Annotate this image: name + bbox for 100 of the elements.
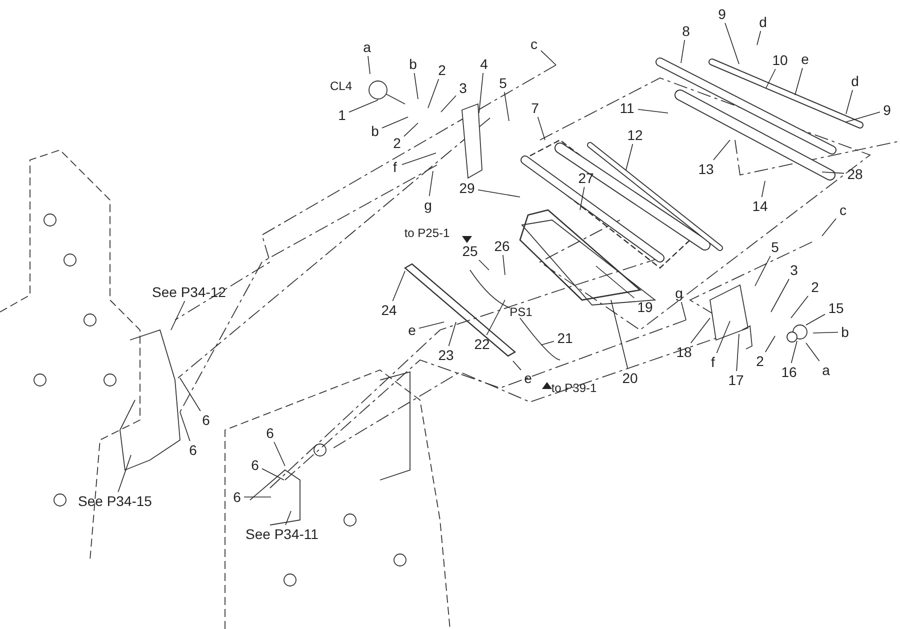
part-label: PS1 xyxy=(510,305,532,319)
leader-line xyxy=(766,68,776,88)
leader-line xyxy=(180,378,201,412)
callout-number: 5 xyxy=(499,75,507,91)
callout-number: 6 xyxy=(202,412,210,428)
leader-line xyxy=(846,112,880,122)
callout-number: 20 xyxy=(622,370,638,386)
leader-line xyxy=(512,360,522,370)
callout-number: d xyxy=(759,14,767,30)
callout-number: 12 xyxy=(627,127,643,143)
leader-line xyxy=(680,40,685,64)
callout-number: 4 xyxy=(480,56,488,72)
leader-line xyxy=(822,218,836,236)
leader-line xyxy=(822,172,844,174)
leader-line xyxy=(502,254,506,276)
leader-line xyxy=(368,56,370,74)
callout-number: g xyxy=(675,285,683,301)
leader-line xyxy=(478,72,484,114)
callout-number: 25 xyxy=(462,243,478,259)
leader-line xyxy=(486,300,506,336)
leader-line xyxy=(540,50,556,66)
leader-line xyxy=(790,296,808,318)
callout-number: d xyxy=(851,73,859,89)
callout-number: b xyxy=(409,56,417,72)
callout-number: 29 xyxy=(459,180,475,196)
leader-line xyxy=(713,140,730,160)
callout-number: 2 xyxy=(811,279,819,295)
callout-number: 21 xyxy=(557,330,573,346)
part-label: to P25-1 xyxy=(404,226,450,240)
part-label: CL4 xyxy=(330,79,352,93)
callout-number: e xyxy=(524,370,532,386)
leader-line xyxy=(812,332,838,334)
callout-number: 9 xyxy=(883,102,891,118)
callout-number: a xyxy=(822,362,830,378)
callout-number: b xyxy=(841,324,849,340)
leader-line xyxy=(440,95,456,112)
callout-number: e xyxy=(801,51,809,67)
leader-line xyxy=(274,442,286,466)
leader-line xyxy=(765,336,776,352)
callout-number: 6 xyxy=(233,489,241,505)
leader-line xyxy=(402,152,436,166)
callout-number: 19 xyxy=(637,299,653,315)
callout-number: f xyxy=(711,354,715,370)
callout-number: b xyxy=(371,123,379,139)
leader-line xyxy=(790,340,798,364)
callout-number: 3 xyxy=(459,80,467,96)
callout-number: 6 xyxy=(266,425,274,441)
leader-line xyxy=(262,468,284,480)
callout-number: 15 xyxy=(828,300,844,316)
leader-line xyxy=(690,318,710,344)
leader-line xyxy=(537,116,546,140)
callout-number: a xyxy=(363,39,371,55)
leader-line xyxy=(244,496,272,498)
leader-line xyxy=(806,342,820,362)
callout-number: 23 xyxy=(438,347,454,363)
callout-number: 16 xyxy=(781,364,797,380)
leader-line xyxy=(448,322,456,346)
callout-number: 5 xyxy=(771,239,779,255)
callout-number: 1 xyxy=(338,107,346,123)
leader-line xyxy=(638,108,668,114)
callout-number: 27 xyxy=(578,170,594,186)
leader-line xyxy=(285,510,292,526)
callout-number: 2 xyxy=(393,135,401,151)
reference-note: See P34-11 xyxy=(246,526,318,542)
leader-line xyxy=(428,170,434,196)
leader-line xyxy=(754,256,771,286)
leader-line xyxy=(180,412,190,442)
leader-line xyxy=(540,340,554,346)
callout-number: 11 xyxy=(620,100,634,116)
callout-number: 3 xyxy=(790,262,798,278)
reference-note: See P34-12 xyxy=(152,284,226,300)
callout-number: 26 xyxy=(494,238,510,254)
callout-number: 7 xyxy=(531,100,539,116)
callout-number: c xyxy=(840,202,846,218)
leader-line xyxy=(761,180,766,198)
reference-note: See P34-15 xyxy=(78,493,152,509)
callout-number: 24 xyxy=(381,302,397,318)
leader-line xyxy=(382,116,408,128)
callout-number: g xyxy=(424,197,432,213)
leader-line xyxy=(392,270,406,302)
callout-number: 2 xyxy=(438,62,446,78)
leader-line xyxy=(736,334,740,372)
callout-number: 8 xyxy=(682,23,690,39)
leader-line xyxy=(596,266,635,298)
leader-line xyxy=(680,302,686,320)
leader-line xyxy=(428,78,440,108)
callout-number: 2 xyxy=(756,353,764,369)
leader-line xyxy=(118,454,132,492)
callout-number: e xyxy=(408,322,416,338)
callout-number: 6 xyxy=(251,457,259,473)
callout-number: c xyxy=(530,36,538,52)
leader-line xyxy=(170,300,186,330)
callout-number: f xyxy=(393,159,397,175)
leader-line xyxy=(418,322,444,329)
leader-line xyxy=(770,278,790,312)
part-label: to P39-1 xyxy=(551,381,597,395)
leader-line xyxy=(756,30,762,46)
callout-number: 17 xyxy=(728,372,744,388)
callout-number: 10 xyxy=(772,52,788,68)
leader-line xyxy=(846,90,853,114)
